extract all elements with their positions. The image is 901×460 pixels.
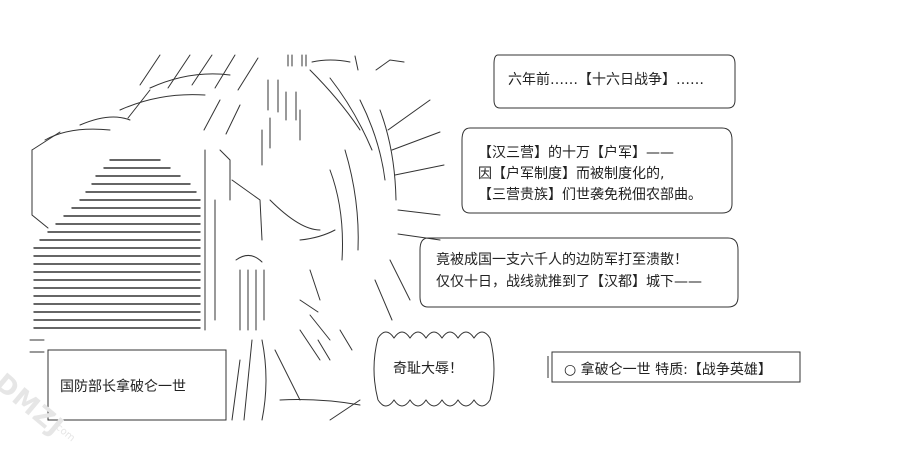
bubble-3-line-1: 竟被成国一支六千人的边防军打至溃散！: [436, 252, 688, 268]
character-name-label: 国防部长拿破仑一世: [60, 379, 186, 395]
bubble-1-line-1: 六年前……【十六日战争】……: [508, 72, 704, 88]
trait-label: ○ 拿破仑一世 特质:【战争英雄】: [564, 362, 772, 378]
shout-text: 奇耻大辱！: [393, 361, 463, 377]
bubble-2-line-2: 因【户军制度】而被制度化的,: [478, 166, 665, 182]
bubble-2-line-1: 【汉三营】的十万【户军】——: [478, 145, 674, 161]
bubble-3-line-2: 仅仅十日，战线就推到了【汉都】城下——: [436, 274, 702, 290]
bubble-2-line-3: 【三营贵族】们世袭免税佃农部曲。: [478, 187, 702, 203]
